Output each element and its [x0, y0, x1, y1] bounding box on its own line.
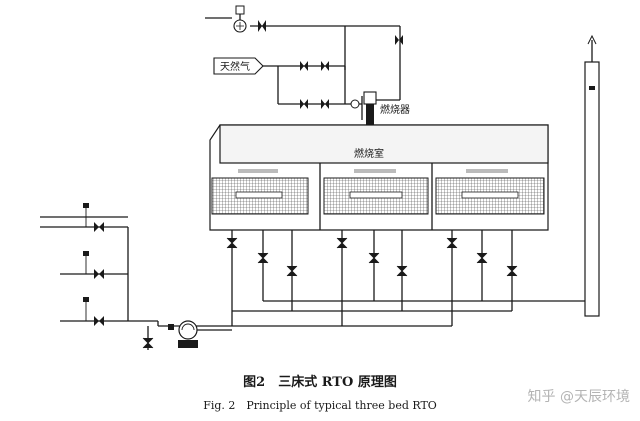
- bed-3-piping: [446, 230, 518, 326]
- combustion-chamber-label: 燃烧室: [354, 147, 384, 160]
- natural-gas-label: 天然气: [220, 60, 250, 73]
- regenerator-bed-3: [435, 169, 545, 215]
- induced-draft-fan: [142, 320, 232, 350]
- burner-label: 燃烧器: [380, 103, 410, 116]
- exhaust-stack: [584, 34, 600, 317]
- watermark: 知乎 @天辰环境: [528, 388, 630, 405]
- combustion-chamber: 燃烧室: [209, 124, 549, 231]
- regenerator-bed-2: [323, 169, 429, 215]
- waste-gas-inlets: [40, 203, 159, 326]
- caption-english: Fig. 2 Principle of typical three bed RT…: [203, 399, 437, 412]
- inlet-header: [158, 310, 512, 327]
- fuel-supply-lines: [205, 5, 401, 120]
- caption-chinese: 图2 三床式 RTO 原理图: [243, 374, 397, 390]
- natural-gas-box: 天然气: [213, 57, 264, 75]
- regenerator-bed-1: [211, 169, 309, 215]
- gas-train-valves: [233, 19, 403, 109]
- burner: 燃烧器: [363, 91, 410, 134]
- bed-2-piping: [336, 230, 408, 326]
- bed-1-piping: [226, 230, 298, 326]
